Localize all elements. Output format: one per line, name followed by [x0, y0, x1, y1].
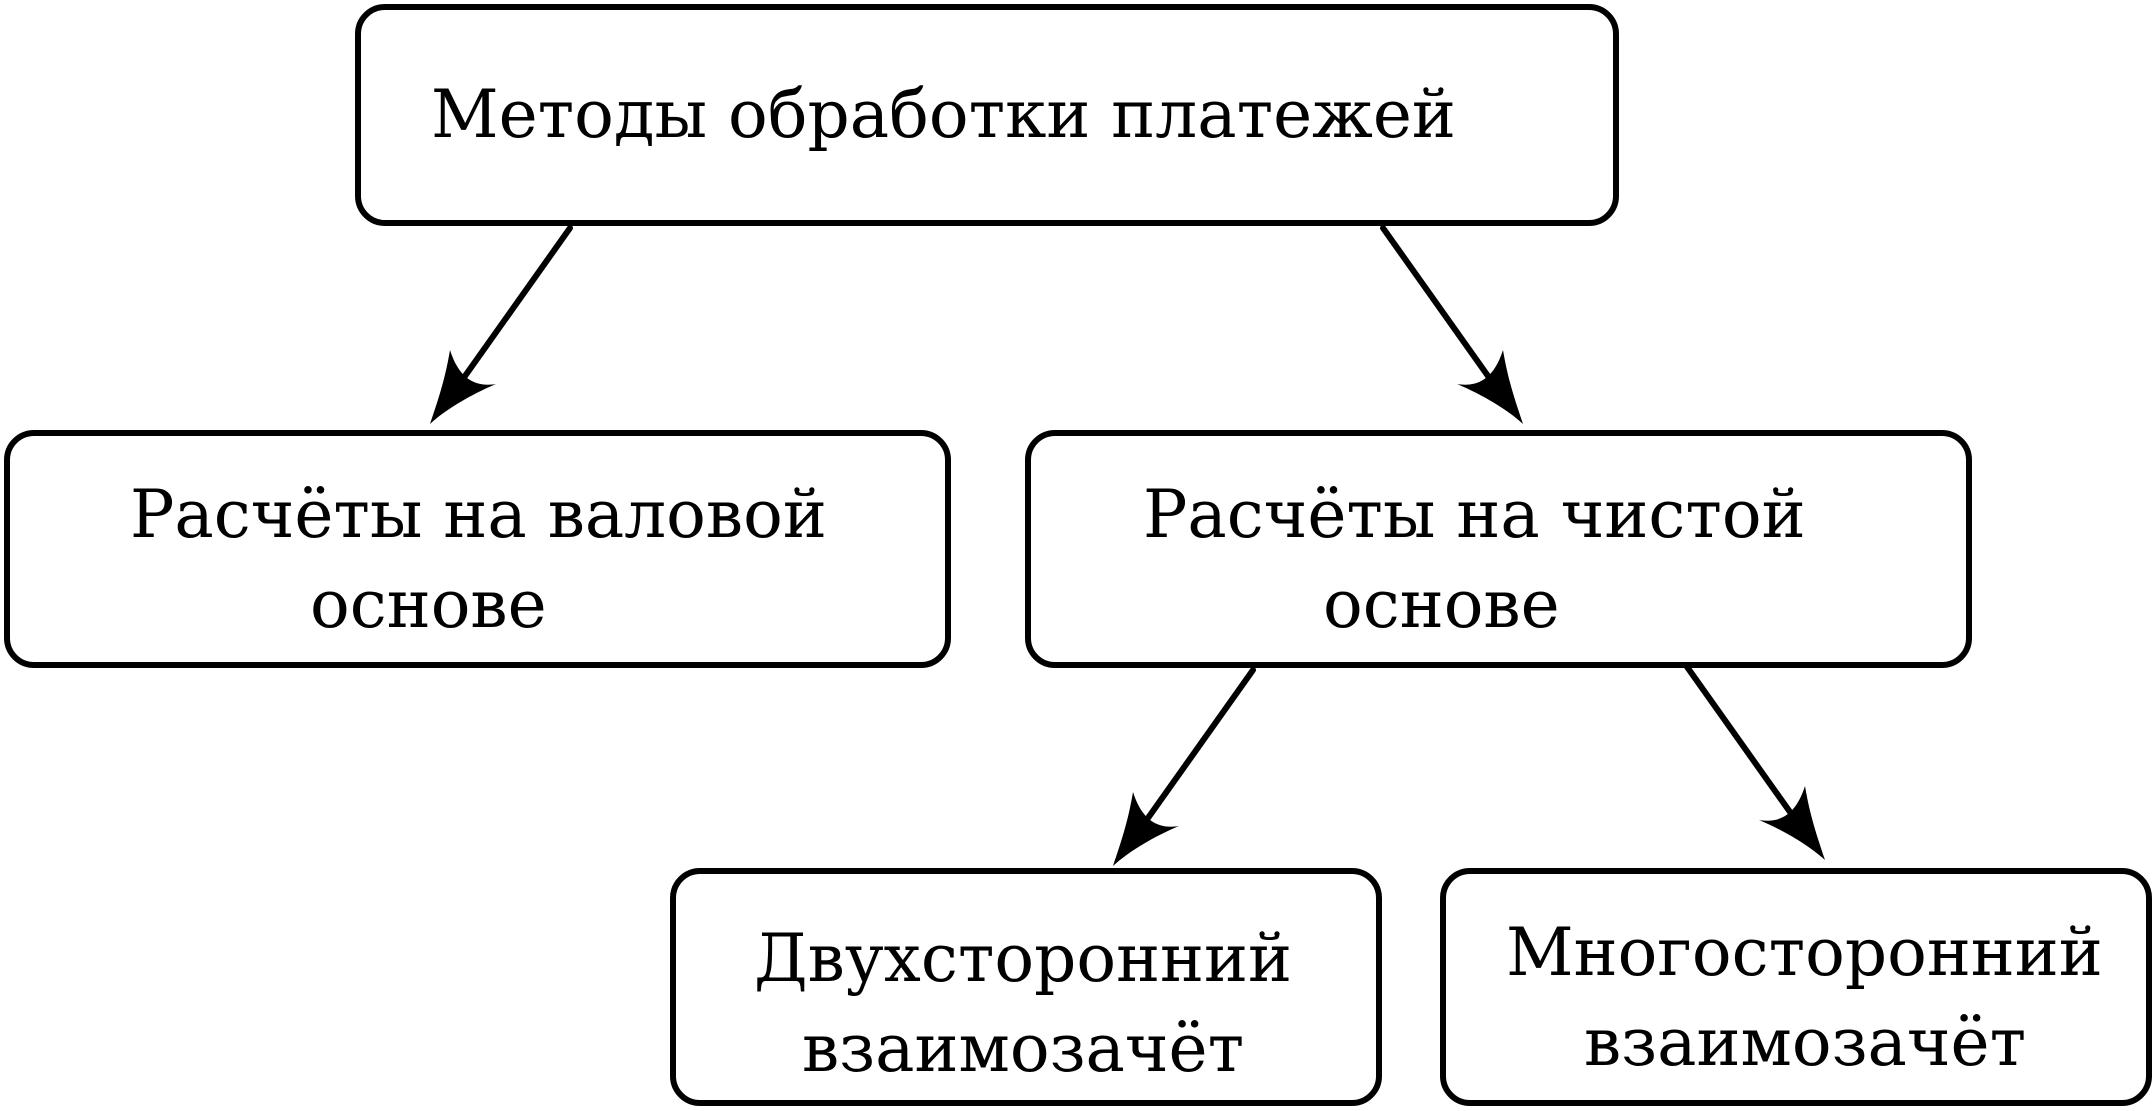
node-payment-methods: Методы обработки платежей: [355, 4, 1619, 226]
node-label: Двухсторонний взаимозачёт: [676, 874, 1376, 1100]
arrowhead-icon: [1113, 792, 1179, 866]
node-label-line-1: Двухсторонний: [754, 920, 1293, 997]
edge-line: [1682, 661, 1810, 839]
node-label-line-2: взаимозачёт: [1584, 1004, 2027, 1081]
node-label: Расчёты на валовой основе: [10, 436, 945, 662]
node-label: Методы обработки платежей: [361, 10, 1613, 220]
node-gross-settlement: Расчёты на валовой основе: [4, 430, 951, 668]
node-label-line-1: Расчёты на валовой: [130, 476, 827, 553]
node-bilateral-netting: Двухсторонний взаимозачёт: [670, 868, 1382, 1106]
arrowhead-icon: [1457, 350, 1523, 424]
edge-net-to-bilateral: [1113, 667, 1256, 866]
node-label-line-2: взаимозачёт: [802, 1010, 1245, 1087]
node-label-line-2: основе: [1323, 566, 1560, 643]
arrowhead-icon: [1759, 786, 1825, 860]
node-label-line-1: Многосторонний: [1506, 914, 2103, 991]
node-net-settlement: Расчёты на чистой основе: [1025, 430, 1972, 668]
arrowhead-icon: [430, 350, 496, 424]
node-label-line-1: Расчёты на чистой: [1143, 476, 1806, 553]
edge-root-to-net: [1380, 225, 1523, 424]
node-label-line-2: основе: [310, 566, 547, 643]
edge-root-to-gross: [430, 225, 573, 424]
node-multilateral-netting: Многосторонний взаимозачёт: [1440, 868, 2152, 1106]
edge-line: [1380, 225, 1508, 403]
edge-line: [1128, 667, 1256, 845]
edge-line: [445, 225, 573, 403]
edge-net-to-multilateral: [1682, 661, 1825, 860]
node-label: Расчёты на чистой основе: [1031, 436, 1966, 662]
node-label-line: Методы обработки платежей: [431, 76, 1456, 153]
node-label: Многосторонний взаимозачёт: [1446, 874, 2146, 1100]
